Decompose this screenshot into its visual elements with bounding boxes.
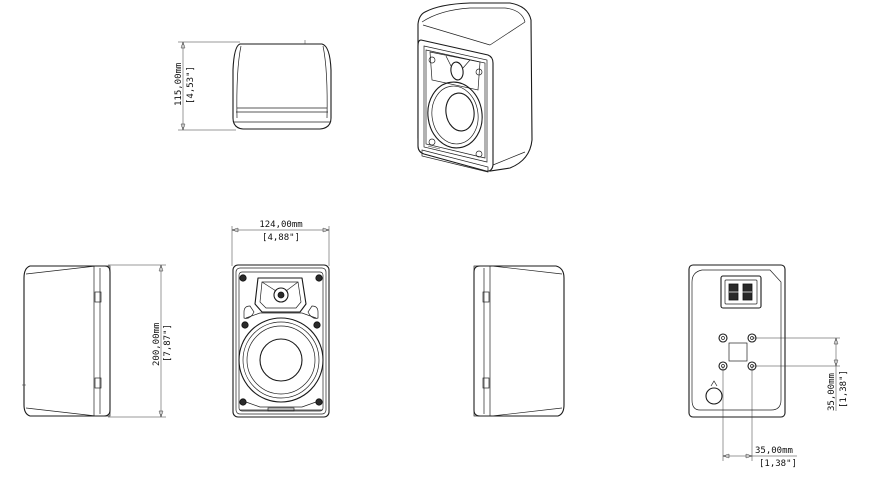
mount-spacing-dimensions: 35,00mm [1,38"] 35,00mm [1,38"] bbox=[722, 337, 849, 469]
height-dimension: 200,00mm [7,87"] bbox=[108, 264, 173, 418]
mount-vertical-inch-label: [1,38"] bbox=[839, 370, 849, 408]
height-mm-label: 200,00mm bbox=[152, 323, 162, 366]
front-view bbox=[232, 264, 330, 418]
top-view bbox=[232, 40, 332, 130]
width-mm-label: 124,00mm bbox=[259, 220, 302, 230]
mount-horizontal-mm-label: 35,00mm bbox=[755, 446, 793, 456]
perspective-view bbox=[417, 2, 533, 173]
depth-inch-label: [4,53"] bbox=[186, 66, 196, 104]
depth-dimension: 115,00mm [4,53"] bbox=[174, 41, 240, 131]
left-side-view bbox=[22, 265, 111, 417]
rear-view bbox=[688, 264, 786, 418]
mount-horizontal-inch-label: [1,38"] bbox=[759, 459, 797, 469]
depth-mm-label: 115,00mm bbox=[174, 63, 184, 106]
right-side-view bbox=[473, 265, 565, 417]
width-inch-label: [4,88"] bbox=[262, 233, 300, 243]
mount-vertical-mm-label: 35,00mm bbox=[827, 373, 837, 411]
height-inch-label: [7,87"] bbox=[163, 324, 173, 362]
width-dimension: 124,00mm [4,88"] bbox=[231, 220, 330, 266]
